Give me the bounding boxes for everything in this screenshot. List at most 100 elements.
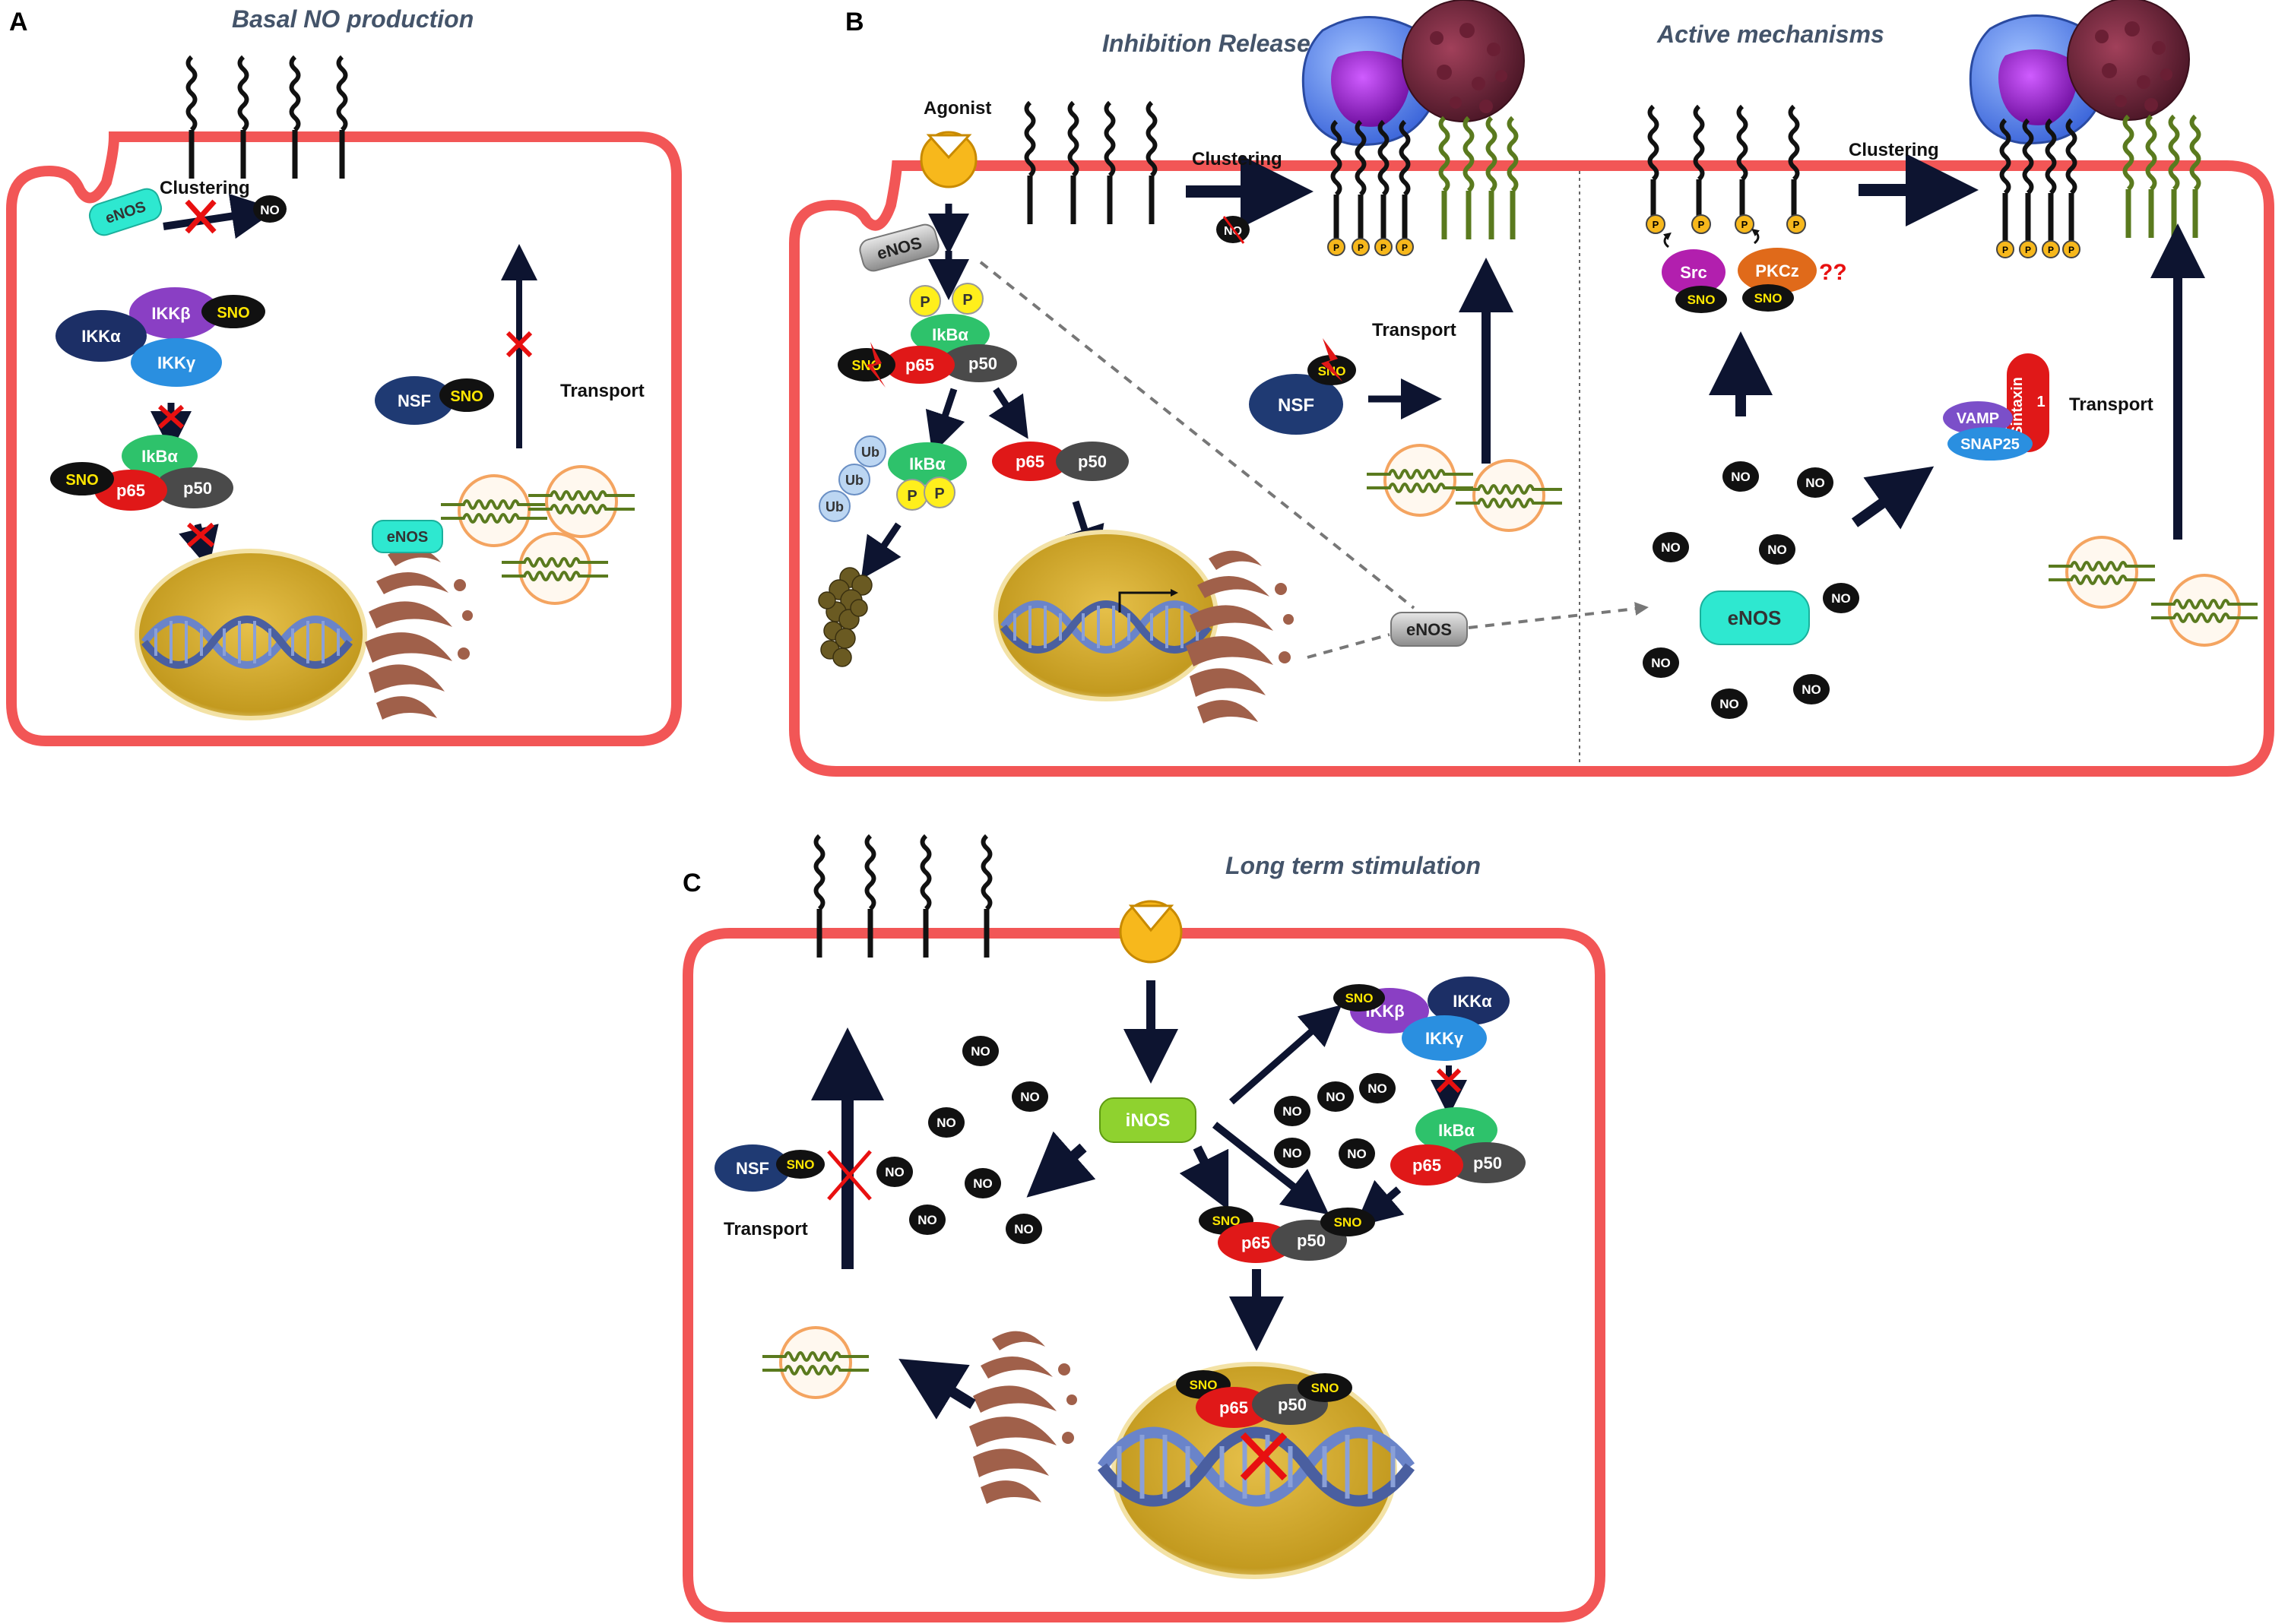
- question-mark: ??: [1819, 260, 1847, 285]
- receptor-green: [2125, 116, 2132, 238]
- nsf-complex-a: NSF SNO: [375, 376, 494, 425]
- ikba-label: IkBα: [909, 454, 946, 473]
- no-label: NO: [1802, 682, 1821, 697]
- enos-a: eNOS: [88, 188, 163, 236]
- inhibition-mark: [187, 522, 214, 548]
- snap25-label: SNAP25: [1960, 436, 2020, 453]
- svg-text:P: P: [2068, 245, 2074, 255]
- no-molecule: NO: [1339, 1138, 1375, 1169]
- ikky-label: IKKγ: [157, 353, 196, 372]
- enos-trafficking-path: [979, 261, 1415, 609]
- no-label: NO: [260, 203, 280, 217]
- sno-label: SNO: [787, 1157, 815, 1172]
- inhibition-mark: [1240, 1432, 1288, 1481]
- nfkb-complex-b: P P IkBα p50 p65 SNO: [838, 283, 1017, 388]
- inhibition-mark: [827, 1150, 872, 1201]
- enos-label: eNOS: [1406, 620, 1452, 639]
- no-molecule: NO: [1274, 1138, 1310, 1168]
- panel-c-title: Long term stimulation: [1225, 852, 1481, 879]
- svg-text:P: P: [1741, 219, 1748, 230]
- receptor: [1739, 106, 1746, 228]
- receptor: [339, 57, 346, 179]
- clustering-label-b1: Clustering: [1192, 149, 1282, 169]
- arrow: [1179, 1145, 1229, 1211]
- nfkb-complex-c: IkBα p50 p65: [1390, 1107, 1526, 1186]
- no-molecule: NO: [1653, 532, 1689, 562]
- receptor-green: [1466, 118, 1472, 239]
- lightning-icon: [1321, 338, 1342, 381]
- enos-trafficking-path: [1307, 633, 1390, 659]
- arrow: [1212, 1122, 1329, 1215]
- no-molecule: NO: [1722, 461, 1759, 492]
- inhibition-mark: [1436, 1068, 1462, 1094]
- arrow: [1355, 1179, 1405, 1227]
- arrow: [988, 387, 1028, 439]
- receptor-green: [1510, 118, 1516, 239]
- ikk-complex-c: IKKβ IKKα IKKγ SNO: [1333, 977, 1510, 1061]
- p65-label: p65: [1412, 1156, 1441, 1175]
- arrow: [925, 388, 965, 454]
- receptor: [1791, 106, 1798, 228]
- agonist-label: Agonist: [924, 98, 991, 119]
- clustering-label-b2: Clustering: [1849, 140, 1939, 160]
- receptor: [2068, 120, 2075, 242]
- receptor-green: [1441, 118, 1448, 239]
- svg-text:P: P: [1358, 242, 1364, 253]
- p50-label: p50: [183, 479, 212, 498]
- enos-active: eNOS: [1700, 590, 1810, 645]
- immune-cell-b-right: [1969, 0, 2190, 144]
- arrow: [1851, 466, 1935, 530]
- nucleus-c: SNO p65 p50 SNO: [1102, 1362, 1410, 1579]
- receptor: [1149, 103, 1155, 224]
- phospho-sites: P P P P: [1996, 240, 2080, 258]
- receptor-green: [2192, 116, 2199, 238]
- transport-label-a: Transport: [560, 381, 645, 401]
- receptor: [923, 836, 930, 958]
- svg-text:P: P: [2048, 245, 2054, 255]
- enos-b: eNOS: [859, 223, 940, 272]
- ikba-label: IkBα: [932, 325, 968, 344]
- inhibition-mark: [505, 331, 533, 358]
- nsf-label: NSF: [736, 1159, 769, 1178]
- phospho-label: P: [920, 294, 930, 311]
- src-label: Src: [1680, 263, 1706, 282]
- no-label: NO: [1767, 543, 1787, 557]
- no-label: NO: [1282, 1146, 1302, 1160]
- no-molecule: NO: [1797, 467, 1833, 498]
- no-label: NO: [1367, 1081, 1387, 1096]
- nucleus-a: [135, 549, 367, 720]
- no-molecule: NO: [1317, 1081, 1354, 1112]
- no-molecule: NO: [1012, 1081, 1048, 1112]
- phospho-sites: P P P P: [1646, 214, 1806, 234]
- no-label: NO: [971, 1044, 990, 1059]
- arrow: [860, 522, 902, 580]
- nsf-complex-c: NSF SNO: [715, 1144, 825, 1192]
- no-molecule: NO: [962, 1036, 999, 1066]
- no-label: NO: [1282, 1104, 1302, 1119]
- proteasome: [818, 567, 873, 667]
- no-label: NO: [1719, 697, 1739, 711]
- receptor: [816, 836, 823, 958]
- ub-label: Ub: [845, 473, 864, 488]
- ikk-complex-a: IKKβ IKKα IKKγ SNO: [55, 287, 265, 387]
- p65-label: p65: [905, 356, 934, 375]
- snare-complex: Sintaxin 1 VAMP SNAP25: [1943, 353, 2049, 461]
- sno-label: SNO: [1334, 1215, 1362, 1230]
- receptor: [1650, 106, 1657, 228]
- enos-a-golgi: eNOS: [372, 520, 443, 553]
- panel-a-title: Basal NO production: [232, 5, 474, 33]
- enos-b-center: eNOS: [1390, 612, 1468, 647]
- ikka-label: IKKα: [1453, 992, 1492, 1011]
- receptor: [189, 57, 195, 179]
- svg-text:P: P: [1402, 242, 1408, 253]
- ikkb-label: IKKβ: [151, 304, 190, 323]
- no-molecule: NO: [909, 1205, 946, 1235]
- arrow: [898, 1359, 976, 1420]
- p50-label: p50: [968, 354, 997, 373]
- no-molecule: NO: [1643, 647, 1679, 678]
- transport-label-c: Transport: [724, 1219, 808, 1239]
- receptor: [1107, 103, 1114, 224]
- phospho-label: P: [934, 486, 944, 502]
- ikba-label: IkBα: [141, 447, 178, 466]
